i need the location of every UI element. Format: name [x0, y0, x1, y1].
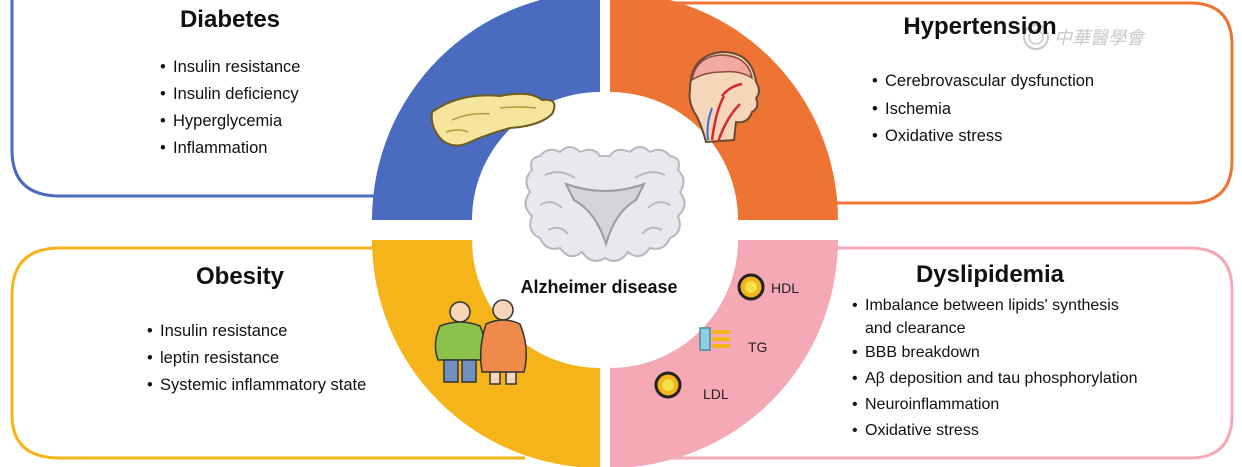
obesity-list: Insulin resistance leptin resistance Sys…	[147, 318, 366, 399]
list-item: Imbalance between lipids' synthesis	[852, 294, 1138, 317]
list-item: Insulin resistance	[147, 318, 366, 345]
list-item: Insulin resistance	[160, 54, 300, 81]
diabetes-panel-border	[10, 0, 395, 198]
hdl-icon	[737, 273, 765, 301]
ldl-icon	[654, 371, 682, 399]
head-vessels-icon	[688, 50, 760, 144]
list-item: Hyperglycemia	[160, 108, 300, 135]
list-item: Aβ deposition and tau phosphorylation	[852, 366, 1138, 392]
list-item: Systemic inflammatory state	[147, 372, 366, 399]
diabetes-title: Diabetes	[179, 6, 281, 33]
pancreas-icon	[430, 92, 556, 147]
dyslipidemia-panel-border	[672, 246, 1234, 460]
hypertension-title: Hypertension	[903, 13, 1057, 40]
center-label: Alzheimer disease	[520, 277, 677, 297]
diabetes-list: Insulin resistance Insulin deficiency Hy…	[160, 54, 300, 162]
hypertension-panel-border	[660, 1, 1234, 205]
dyslipidemia-title: Dyslipidemia	[915, 261, 1065, 288]
brain-slice-icon	[524, 146, 686, 262]
list-item: Insulin deficiency	[160, 81, 300, 108]
dyslipidemia-list: Imbalance between lipids' synthesis and …	[852, 294, 1138, 444]
watermark: 中華醫學會	[1023, 24, 1147, 50]
tg-label: TG	[748, 339, 767, 355]
dyslipidemia-quadrant	[610, 240, 838, 467]
obesity-title: Obesity	[195, 263, 285, 290]
list-item: Neuroinflammation	[852, 392, 1138, 418]
list-item: Oxidative stress	[872, 123, 1094, 151]
list-item: Cerebrovascular dysfunction	[872, 68, 1094, 96]
hdl-label: HDL	[771, 280, 799, 296]
list-item: Inflammation	[160, 135, 300, 162]
hypertension-list: Cerebrovascular dysfunction Ischemia Oxi…	[872, 68, 1094, 151]
obesity-panel-border	[10, 246, 525, 460]
list-item: leptin resistance	[147, 345, 366, 372]
ldl-label: LDL	[703, 386, 729, 402]
list-item: BBB breakdown	[852, 340, 1138, 366]
list-item: Ischemia	[872, 96, 1094, 124]
watermark-text: 中華醫學會	[1054, 28, 1147, 49]
tg-icon	[699, 327, 730, 351]
list-item-continuation: and clearance	[865, 320, 966, 337]
list-item: Oxidative stress	[852, 418, 1138, 444]
obese-people-icon	[434, 299, 527, 385]
